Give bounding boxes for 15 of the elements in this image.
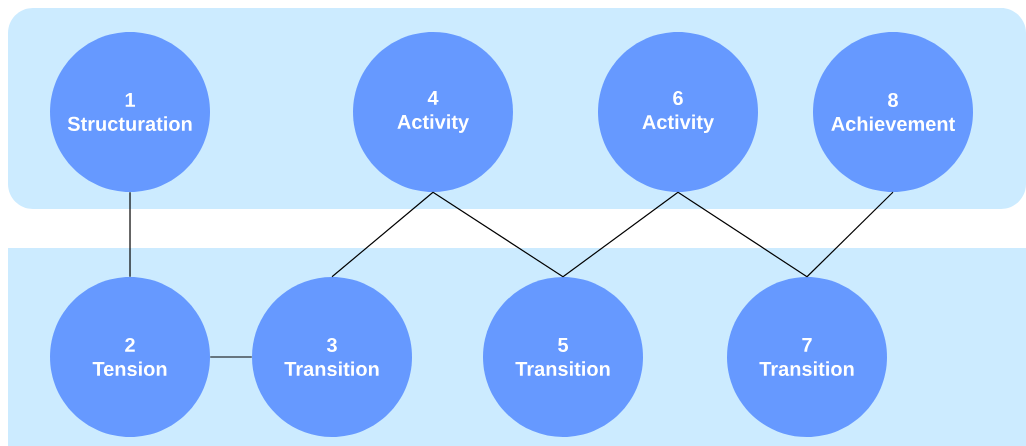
connector-line — [677, 191, 808, 278]
circle-node: 1 Structuration — [50, 32, 210, 192]
circle-node: 8 Achievement — [813, 32, 973, 192]
connector-line — [129, 191, 131, 278]
connector-line — [562, 191, 679, 278]
connector-line — [209, 356, 253, 358]
connector-line — [806, 191, 894, 278]
circle-node: 3 Transition — [252, 277, 412, 437]
circle-node: 7 Transition — [727, 277, 887, 437]
circle-node: 2 Tension — [50, 277, 210, 437]
connector-line — [331, 191, 434, 278]
connector-line — [432, 191, 564, 278]
circle-node: 6 Activity — [598, 32, 758, 192]
circle-node: 4 Activity — [353, 32, 513, 192]
circle-node: 5 Transition — [483, 277, 643, 437]
